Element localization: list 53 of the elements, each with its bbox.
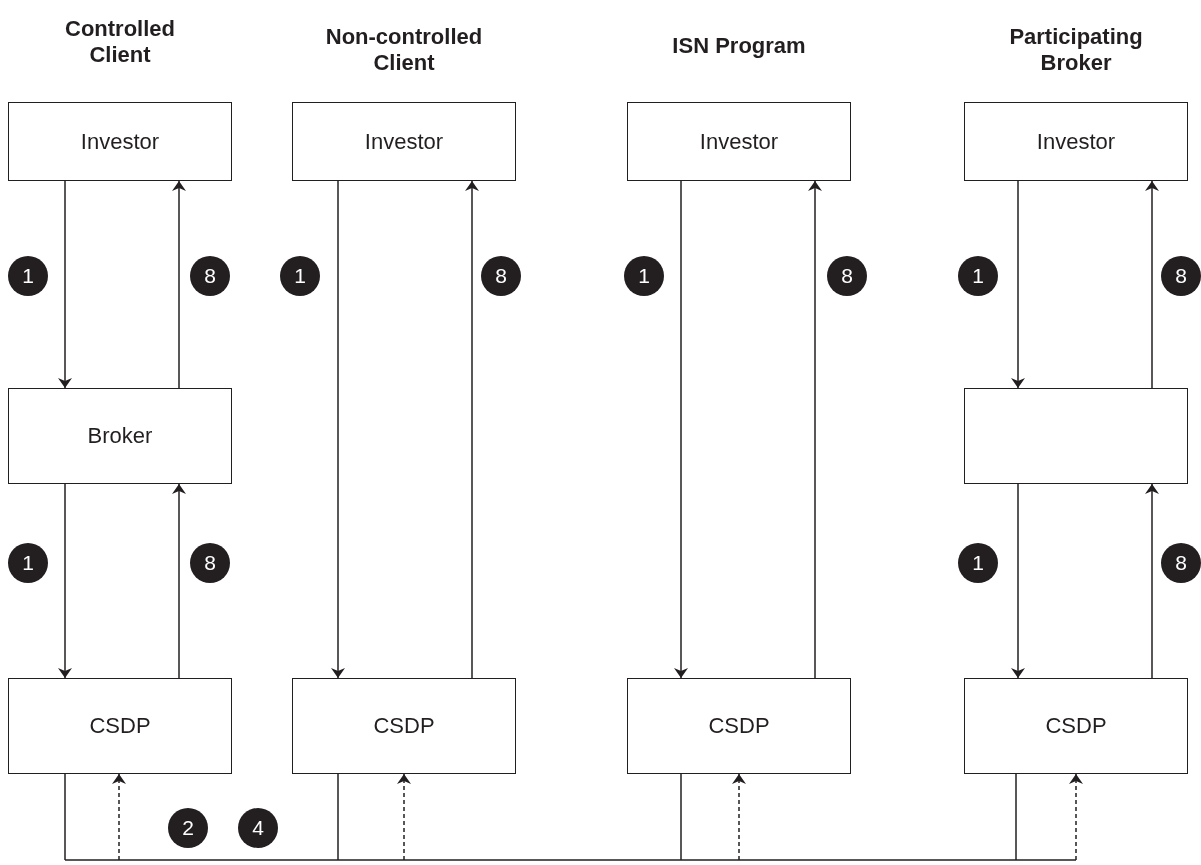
step-number: 8: [190, 543, 230, 583]
arrow: [465, 180, 479, 679]
step-number: 1: [958, 256, 998, 296]
arrow: [1011, 180, 1025, 389]
column-heading: Participating Broker: [1008, 23, 1144, 77]
arrow: [112, 773, 126, 861]
process-box: [627, 102, 851, 181]
box-label: Investor: [364, 128, 444, 155]
box-label: Investor: [699, 128, 779, 155]
arrow: [172, 180, 186, 389]
arrow: [58, 180, 72, 389]
step-number: 8: [481, 256, 521, 296]
empty-box: [964, 388, 1188, 484]
process-box: [8, 102, 232, 181]
arrow: [674, 180, 688, 679]
arrow: [172, 483, 186, 679]
column-heading: Non-controlled Client: [324, 23, 484, 77]
step-number: 8: [1161, 543, 1201, 583]
column-heading: Controlled Client: [64, 15, 176, 69]
arrow: [1069, 773, 1083, 861]
box-label: CSDP: [89, 713, 151, 739]
process-box: [627, 678, 851, 774]
box-label: Broker: [87, 423, 153, 449]
step-number: 2: [168, 808, 208, 848]
step-number: 8: [190, 256, 230, 296]
column-heading: ISN Program: [671, 32, 807, 60]
box-label: Investor: [80, 128, 160, 155]
arrow: [1145, 180, 1159, 389]
box-label: CSDP: [1045, 713, 1107, 739]
process-box: [964, 102, 1188, 181]
arrow: [58, 483, 72, 679]
arrow: [732, 773, 746, 861]
step-number: 1: [624, 256, 664, 296]
arrow: [808, 180, 822, 679]
step-number: 1: [280, 256, 320, 296]
step-number: 8: [827, 256, 867, 296]
step-number: 1: [8, 543, 48, 583]
process-box: [292, 678, 516, 774]
box-label: CSDP: [373, 713, 435, 739]
box-label: CSDP: [708, 713, 770, 739]
arrow: [331, 180, 345, 679]
step-number: 8: [1161, 256, 1201, 296]
process-box: [292, 102, 516, 181]
process-box: [8, 678, 232, 774]
arrow: [1011, 483, 1025, 679]
box-label: Investor: [1036, 128, 1116, 155]
step-number: 1: [958, 543, 998, 583]
arrow: [397, 773, 411, 861]
step-number: 1: [8, 256, 48, 296]
step-number: 4: [238, 808, 278, 848]
process-box: [964, 678, 1188, 774]
process-box: [8, 388, 232, 484]
arrow: [1145, 483, 1159, 679]
